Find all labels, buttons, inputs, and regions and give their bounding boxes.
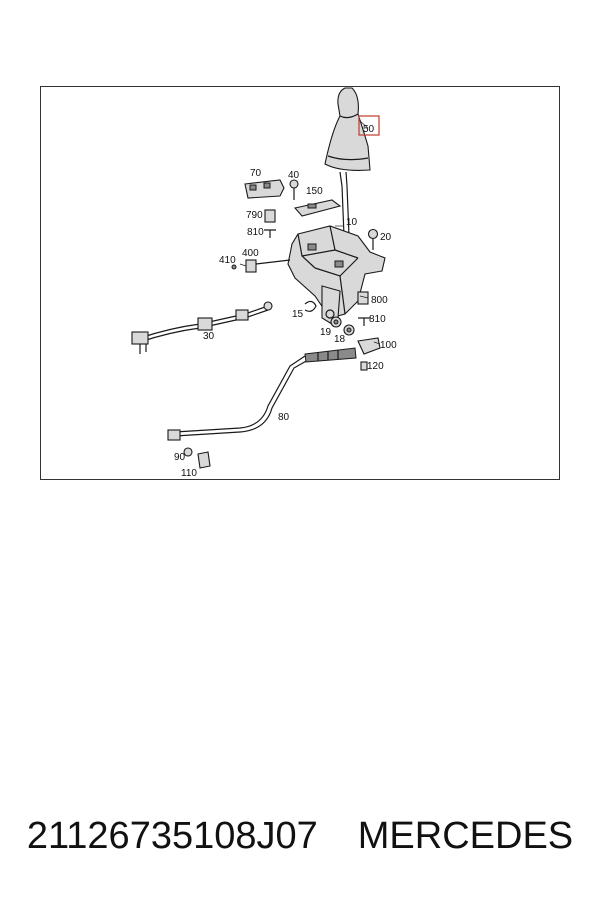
- cable-80: [167, 347, 357, 441]
- callout-90: 90: [174, 452, 186, 463]
- callout-410: 410: [219, 255, 236, 266]
- shift-lever-rod: [339, 171, 350, 237]
- shift-knob: [324, 87, 380, 171]
- callout-150: 150: [306, 186, 323, 197]
- diagram-frame: [40, 86, 560, 480]
- callout-810-right: 810: [369, 314, 386, 325]
- callout-30: 30: [203, 331, 215, 342]
- callout-80: 80: [278, 412, 290, 423]
- parts-90-110: [183, 447, 211, 469]
- bracket-70: [244, 179, 285, 199]
- callout-810-left: 810: [247, 227, 264, 238]
- callout-120: 120: [367, 361, 384, 372]
- callout-790: 790: [246, 210, 263, 221]
- parts-diagram: 50 70 40 150 790 810 10 20 400 410 800 1…: [131, 87, 397, 479]
- callout-800: 800: [371, 295, 388, 306]
- parts-15-18-19: [304, 300, 355, 336]
- cable-30: [131, 301, 273, 354]
- part-number: 21126735108J07: [26, 814, 318, 857]
- callout-50: 50: [363, 124, 375, 135]
- callout-18: 18: [334, 334, 346, 345]
- part-footer: 21126735108J07 MERCEDES: [0, 808, 600, 864]
- callout-19: 19: [320, 327, 332, 338]
- callout-20: 20: [380, 232, 392, 243]
- callout-400: 400: [242, 248, 259, 259]
- callout-40: 40: [288, 170, 300, 181]
- lower-arm: [321, 285, 341, 325]
- callout-110: 110: [181, 468, 197, 479]
- callout-70: 70: [250, 168, 262, 179]
- screw-40: [289, 179, 299, 200]
- bolt-20: [367, 228, 379, 250]
- highlight-box: [358, 115, 380, 136]
- brand-name: MERCEDES: [357, 814, 574, 857]
- parts-790-810: [264, 209, 276, 238]
- callout-15: 15: [292, 309, 304, 320]
- leader-lines: [239, 120, 381, 345]
- callout-100: 100: [380, 340, 397, 351]
- parts-400-410: [231, 259, 291, 273]
- callout-10: 10: [346, 217, 358, 228]
- plate-150: [293, 199, 342, 217]
